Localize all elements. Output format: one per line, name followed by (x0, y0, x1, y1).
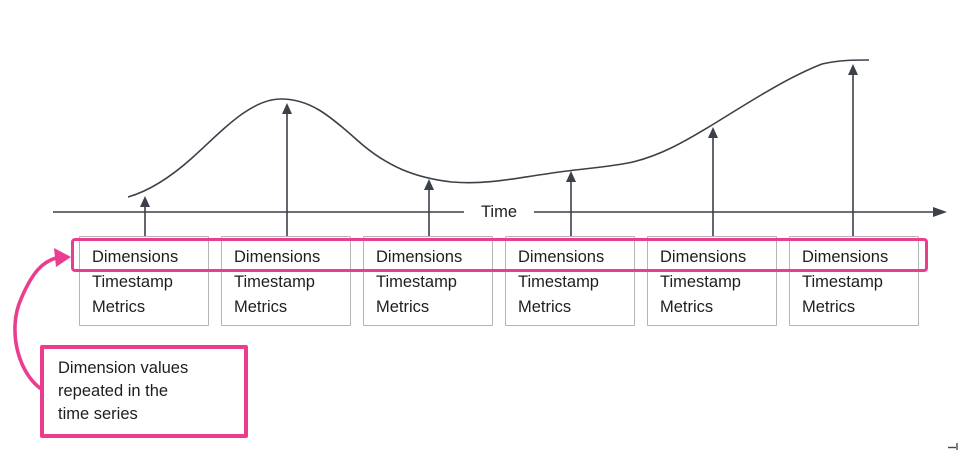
record-dimensions: Dimensions (234, 248, 321, 266)
record-timestamp: Timestamp (660, 273, 741, 291)
value-arrow-3 (424, 179, 434, 236)
record-timestamp: Timestamp (92, 273, 173, 291)
record-timestamp: Timestamp (518, 273, 599, 291)
record-metrics: Metrics (518, 298, 572, 316)
record-dimensions: Dimensions (802, 248, 889, 266)
record-box-3: Dimensions Timestamp Metrics (363, 236, 493, 326)
record-metrics: Metrics (660, 298, 714, 316)
time-series-curve (127, 59, 870, 198)
time-axis-label: Time (464, 202, 534, 222)
record-box-4: Dimensions Timestamp Metrics (505, 236, 635, 326)
record-metrics: Metrics (234, 298, 288, 316)
value-arrow-1 (140, 196, 150, 236)
record-box-1: Dimensions Timestamp Metrics (79, 236, 209, 326)
record-box-5: Dimensions Timestamp Metrics (647, 236, 777, 326)
cropped-edge-artifact (948, 443, 958, 450)
record-dimensions: Dimensions (660, 248, 747, 266)
value-arrow-4 (566, 171, 576, 236)
record-metrics: Metrics (92, 298, 146, 316)
callout-box: Dimension values repeated in the time se… (40, 345, 248, 438)
value-arrow-5 (708, 127, 718, 236)
value-arrow-2 (282, 103, 292, 236)
time-axis-arrowhead (933, 207, 947, 217)
callout-line-2: repeated in the (58, 382, 169, 400)
record-timestamp: Timestamp (376, 273, 457, 291)
callout-arrowhead (54, 248, 71, 267)
callout-arrow (13, 248, 71, 394)
record-box-6: Dimensions Timestamp Metrics (789, 236, 919, 326)
record-box-2: Dimensions Timestamp Metrics (221, 236, 351, 326)
value-arrow-6 (848, 64, 858, 236)
record-dimensions: Dimensions (92, 248, 179, 266)
record-dimensions: Dimensions (518, 248, 605, 266)
callout-line-3: time series (58, 405, 138, 423)
record-metrics: Metrics (802, 298, 856, 316)
record-timestamp: Timestamp (234, 273, 315, 291)
record-timestamp: Timestamp (802, 273, 883, 291)
record-dimensions: Dimensions (376, 248, 463, 266)
record-metrics: Metrics (376, 298, 430, 316)
callout-line-1: Dimension values (58, 359, 189, 377)
